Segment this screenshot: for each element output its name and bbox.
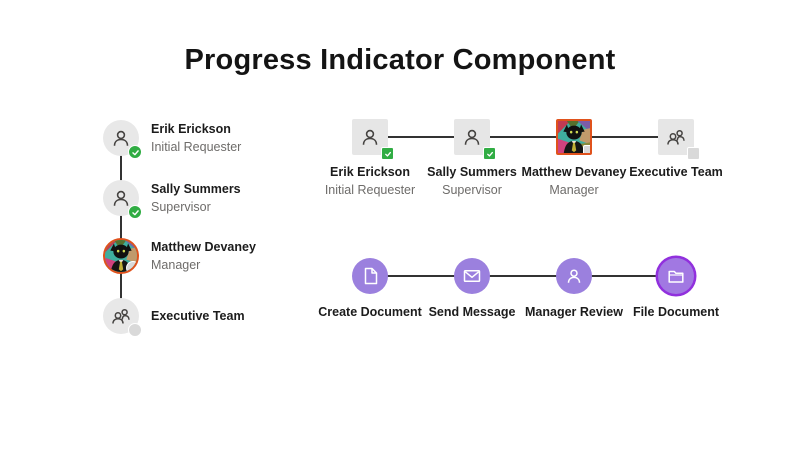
people-step-matthew[interactable]: Matthew Devaney Manager: [521, 119, 627, 199]
person-icon: [564, 266, 584, 286]
group-avatar[interactable]: [658, 119, 700, 160]
status-badge-complete: [483, 147, 496, 160]
vertical-connector-line: [119, 138, 123, 316]
person-avatar[interactable]: [352, 119, 394, 160]
check-icon: [384, 150, 392, 158]
person-role: Initial Requester: [151, 140, 242, 154]
horizontal-connector-line: [370, 274, 676, 278]
horizontal-people-indicator: Erik Erickson Initial Requester Sally Su…: [319, 119, 727, 199]
step-circle[interactable]: [556, 258, 592, 294]
person-name: Matthew Devaney: [151, 239, 256, 254]
horizontal-connector-line: [370, 135, 676, 139]
step-text: Sally Summers Supervisor: [151, 181, 241, 216]
person-avatar[interactable]: [103, 120, 142, 159]
person-icon: [111, 128, 131, 148]
person-role: Supervisor: [151, 200, 211, 214]
cat-avatar-photo[interactable]: [556, 119, 592, 155]
check-icon: [131, 148, 140, 157]
person-role: Supervisor: [442, 183, 502, 198]
status-badge-pending: [583, 145, 590, 153]
step-label: Send Message: [428, 305, 516, 319]
person-role: Manager: [151, 258, 201, 272]
step-text: Executive Team: [151, 308, 245, 324]
document-steps-row: Create Document Send Message: [318, 258, 727, 319]
step-label: File Document: [632, 305, 720, 319]
cat-avatar-image: [105, 240, 137, 272]
step-file-document[interactable]: File Document: [625, 258, 727, 319]
vertical-step-sally[interactable]: Sally Summers Supervisor: [103, 180, 241, 219]
person-role: Manager: [549, 183, 599, 198]
status-badge-pending: [128, 323, 142, 337]
person-icon: [360, 127, 380, 147]
person-role: Initial Requester: [324, 183, 416, 198]
people-icon: [665, 127, 687, 147]
people-step-erik[interactable]: Erik Erickson Initial Requester: [319, 119, 421, 199]
status-badge-complete: [381, 147, 394, 160]
people-steps-row: Erik Erickson Initial Requester Sally Su…: [319, 119, 727, 199]
status-badge-pending: [126, 261, 137, 272]
people-icon: [110, 306, 132, 326]
step-text: Matthew Devaney Manager: [151, 239, 256, 274]
check-icon: [486, 150, 494, 158]
vertical-step-executive[interactable]: Executive Team: [103, 298, 245, 337]
person-name: Executive Team: [629, 165, 723, 179]
step-circle[interactable]: [454, 258, 490, 294]
people-step-executive[interactable]: Executive Team: [625, 119, 727, 199]
status-badge-pending: [687, 147, 700, 160]
status-badge-complete: [128, 205, 142, 219]
group-avatar[interactable]: [103, 298, 142, 337]
step-label: Create Document: [318, 305, 422, 319]
document-icon: [360, 266, 380, 286]
person-name: Sally Summers: [151, 181, 241, 196]
person-name: Sally Summers: [427, 165, 517, 179]
vertical-step-erik[interactable]: Erik Erickson Initial Requester: [103, 120, 241, 159]
person-icon: [462, 127, 482, 147]
person-avatar[interactable]: [454, 119, 496, 160]
page-title: Progress Indicator Component: [184, 44, 616, 76]
cat-avatar-photo[interactable]: [103, 238, 139, 274]
folder-icon: [666, 266, 686, 286]
step-manager-review[interactable]: Manager Review: [523, 258, 625, 319]
status-badge-complete: [128, 145, 142, 159]
step-create-document[interactable]: Create Document: [318, 258, 422, 319]
step-send-message[interactable]: Send Message: [421, 258, 523, 319]
person-name: Matthew Devaney: [521, 165, 627, 179]
people-step-sally[interactable]: Sally Summers Supervisor: [421, 119, 523, 199]
person-name: Erik Erickson: [330, 165, 410, 179]
vertical-step-matthew[interactable]: Matthew Devaney Manager: [103, 238, 256, 274]
person-name: Erik Erickson: [151, 121, 231, 136]
person-name: Executive Team: [151, 308, 245, 323]
step-circle-current[interactable]: [658, 258, 694, 294]
step-label: Manager Review: [525, 305, 623, 319]
step-circle[interactable]: [352, 258, 388, 294]
person-icon: [111, 188, 131, 208]
check-icon: [131, 208, 140, 217]
horizontal-steps-indicator: Create Document Send Message: [318, 258, 727, 319]
person-avatar[interactable]: [103, 180, 142, 219]
step-text: Erik Erickson Initial Requester: [151, 121, 241, 156]
vertical-progress-indicator: Erik Erickson Initial Requester Sally Su…: [103, 120, 333, 345]
envelope-icon: [462, 266, 482, 286]
